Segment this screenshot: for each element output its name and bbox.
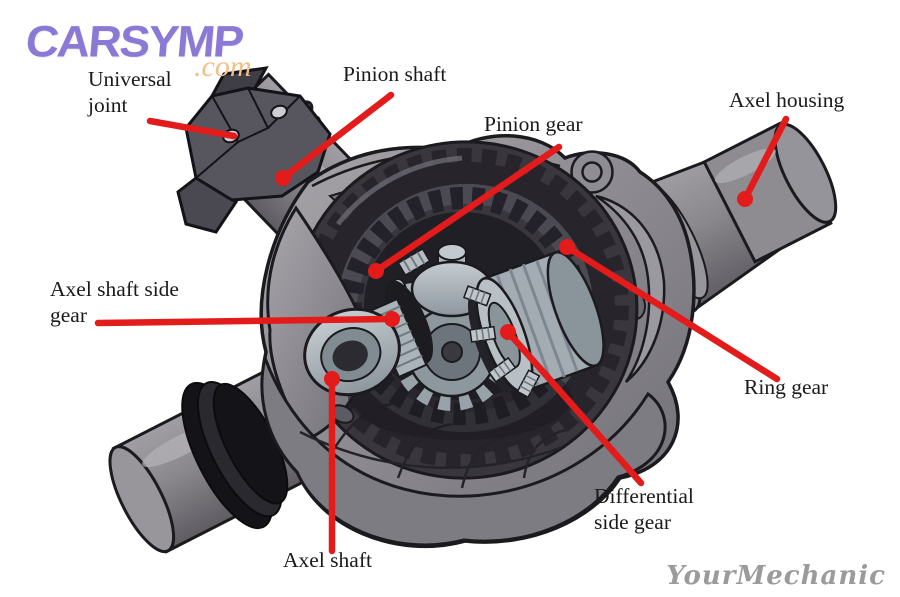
arrow-pinion-shaft bbox=[279, 91, 395, 182]
differential-gears-art bbox=[303, 243, 605, 440]
arrow-axel-housing bbox=[741, 115, 790, 203]
label-pinion-shaft: Pinion shaft bbox=[343, 61, 446, 87]
label-text: Universal bbox=[88, 67, 172, 91]
yourmechanic-watermark: YourMechanic bbox=[666, 561, 886, 591]
housing-bottom-art bbox=[260, 352, 667, 547]
label-text: side gear bbox=[594, 510, 672, 534]
arrow-pinion-gear bbox=[372, 143, 563, 275]
label-text: Pinion shaft bbox=[343, 62, 447, 86]
label-text: joint bbox=[88, 93, 128, 117]
label-text: Ring gear bbox=[744, 375, 829, 399]
callout-arrows bbox=[94, 91, 790, 555]
site-logo: CARSYMP .com bbox=[24, 16, 252, 81]
arrow-ring-gear bbox=[563, 243, 781, 383]
label-axel-shaft-side-gear: Axel shaft side gear bbox=[50, 276, 179, 328]
label-ring-gear: Ring gear bbox=[744, 374, 828, 400]
label-text: Axel shaft bbox=[283, 548, 372, 572]
arrow-differential-side-gear bbox=[504, 328, 645, 487]
label-text: Pinion gear bbox=[484, 112, 583, 136]
label-text: Axel shaft side bbox=[50, 277, 179, 301]
arrow-axel-shaft-side-gear bbox=[94, 315, 396, 327]
label-pinion-gear: Pinion gear bbox=[484, 111, 583, 137]
label-text: Differential bbox=[594, 484, 694, 508]
label-universal-joint: Universal joint bbox=[88, 66, 172, 118]
label-axel-housing: Axel housing bbox=[729, 87, 844, 113]
label-text: Axel housing bbox=[729, 88, 845, 112]
label-text: gear bbox=[50, 303, 87, 327]
label-differential-side-gear: Differential side gear bbox=[594, 483, 694, 535]
logo-tld-text: .com bbox=[194, 50, 252, 83]
label-axel-shaft: Axel shaft bbox=[283, 547, 372, 573]
arrow-universal-joint bbox=[146, 117, 238, 140]
